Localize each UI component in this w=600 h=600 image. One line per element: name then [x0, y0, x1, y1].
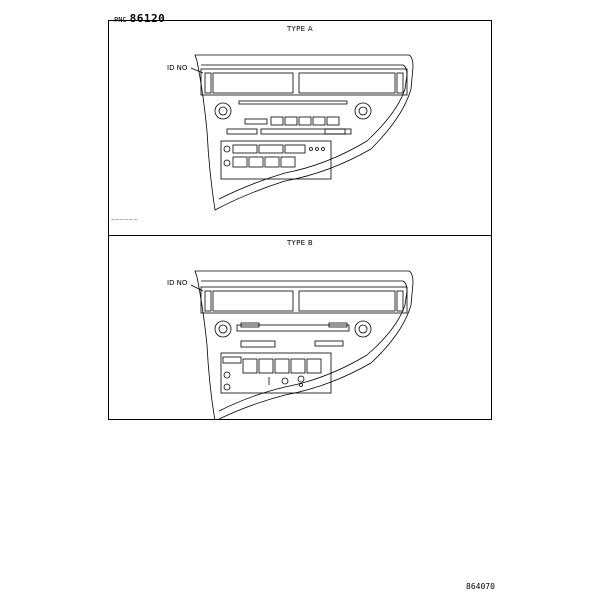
type-a-btn-5	[326, 116, 340, 126]
type-a-bezel-outline	[194, 54, 414, 211]
type-b-display-left	[212, 290, 294, 312]
type-b-display-housing	[200, 286, 408, 314]
type-a-bar-left	[226, 128, 258, 135]
type-a-radio-drawing	[190, 54, 414, 211]
type-a-bar-right	[324, 128, 352, 135]
pnc-number: 86120	[129, 12, 166, 25]
diagram-frame: TYPE A ID NO ——————	[108, 20, 492, 420]
type-a-display-left	[212, 72, 294, 94]
type-a-display-right	[298, 72, 396, 94]
type-b-climate-panel	[220, 352, 332, 394]
panel-type-a: TYPE A ID NO ——————	[109, 21, 491, 236]
type-a-climate-panel	[220, 140, 332, 180]
type-a-title: TYPE A	[286, 25, 313, 33]
type-a-btn-3	[298, 116, 312, 126]
type-a-display-end-left	[204, 72, 212, 94]
type-a-cd-slot	[238, 100, 348, 105]
type-a-display-end-right	[396, 72, 404, 94]
type-a-btn-1	[270, 116, 284, 126]
type-b-volume-knob	[214, 320, 232, 338]
type-b-tune-knob	[354, 320, 372, 338]
type-a-volume-knob	[214, 102, 232, 120]
type-b-bezel-inner	[201, 280, 408, 412]
panel-type-b: TYPE B ID NO	[109, 235, 491, 420]
type-b-title: TYPE B	[286, 239, 314, 247]
type-a-btn-2	[284, 116, 298, 126]
type-b-bezel-outline	[194, 270, 414, 420]
type-a-display-housing	[200, 68, 408, 96]
type-b-btn-right	[314, 340, 344, 347]
footer-code: 864070	[466, 582, 495, 591]
type-b-btn-left	[240, 340, 276, 348]
type-b-radio-drawing	[190, 270, 414, 420]
type-a-id-label: ID NO	[167, 64, 188, 72]
type-a-corner-mark: ——————	[111, 217, 138, 222]
type-b-display-right	[298, 290, 396, 312]
type-b-id-label: ID NO	[167, 279, 188, 287]
type-a-btn-left	[244, 118, 268, 125]
type-a-tune-knob	[354, 102, 372, 120]
type-a-climate-dial-1	[223, 145, 231, 153]
type-b-cd-slot	[236, 324, 350, 332]
type-a-bar-center	[260, 128, 346, 135]
type-a-btn-4	[312, 116, 326, 126]
type-a-climate-dial-2	[223, 159, 231, 167]
